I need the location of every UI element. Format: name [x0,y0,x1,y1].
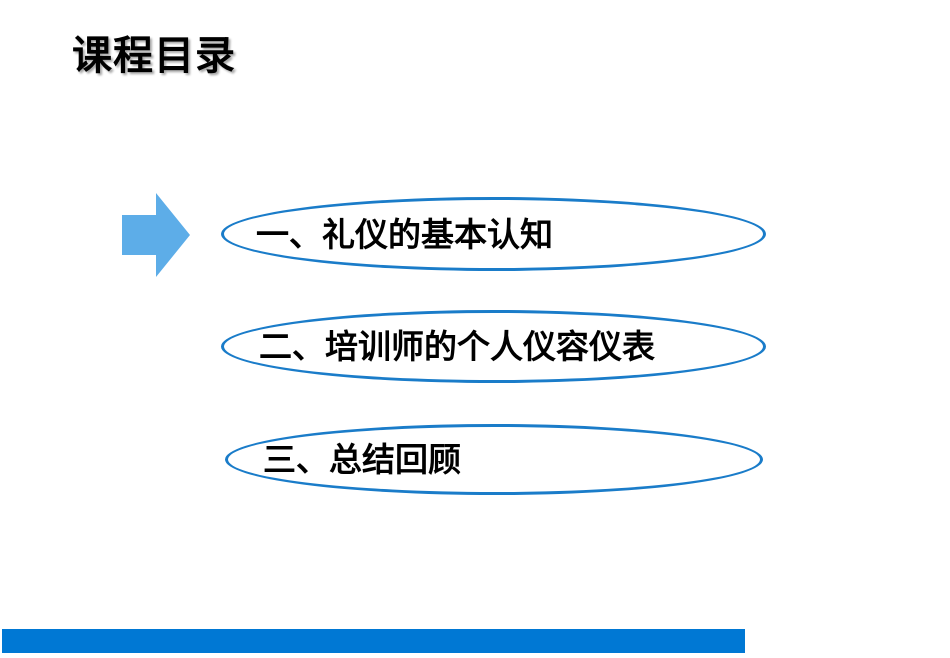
right-arrow-icon [122,193,190,277]
bottom-accent-bar [2,629,745,653]
slide-title: 课程目录 [72,33,236,79]
agenda-item-2[interactable]: 二、培训师的个人仪容仪表 [221,310,766,383]
agenda-item-1[interactable]: 一、礼仪的基本认知 [221,197,766,271]
agenda-item-3[interactable]: 三、总结回顾 [225,424,763,495]
agenda-item-label: 二、培训师的个人仪容仪表 [259,327,655,366]
agenda-item-label: 一、礼仪的基本认知 [256,214,553,254]
agenda-item-label: 三、总结回顾 [263,440,461,479]
